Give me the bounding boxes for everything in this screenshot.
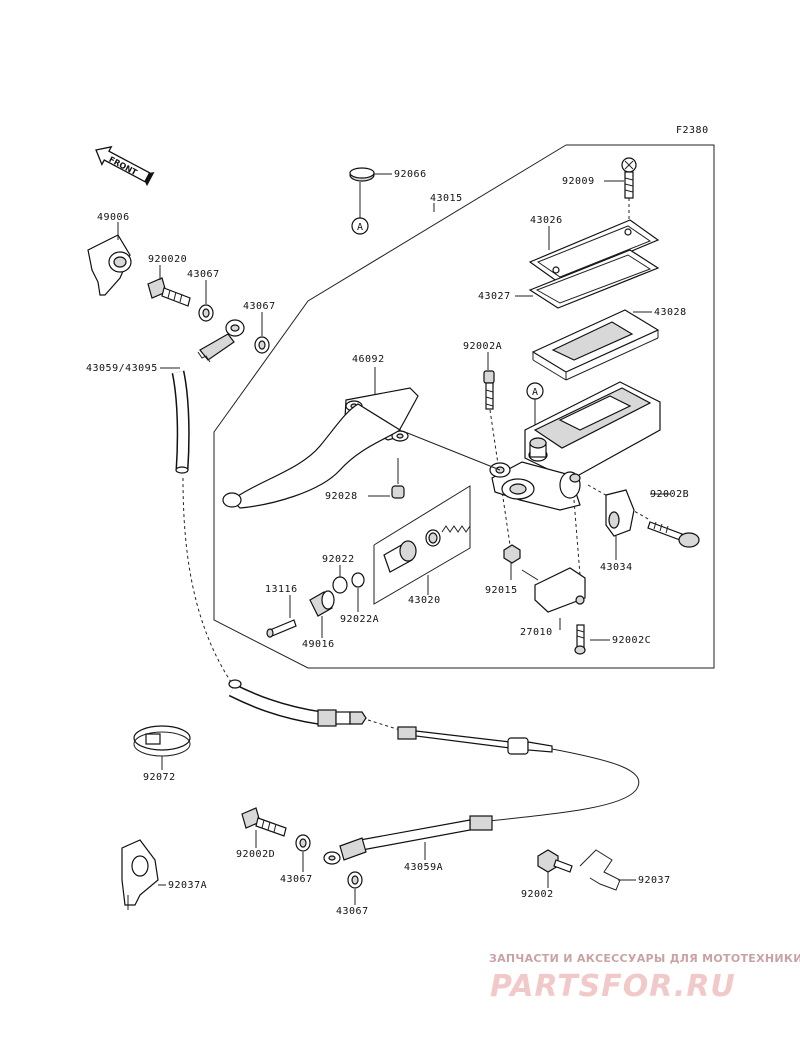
label-920020-top: 920020 xyxy=(148,254,187,265)
boot-cover-49006 xyxy=(87,234,132,296)
label-92022a: 92022A xyxy=(340,614,379,625)
master-cylinder-body xyxy=(489,381,661,511)
clamp-43034 xyxy=(605,489,635,537)
label-92028: 92028 xyxy=(325,491,358,502)
label-43020: 43020 xyxy=(408,595,441,606)
label-92002c: 92002C xyxy=(612,635,651,646)
label-92037a: 92037A xyxy=(168,880,207,891)
bolt-92002b xyxy=(647,521,700,548)
label-43067-b: 43067 xyxy=(243,301,276,312)
label-92009: 92009 xyxy=(562,176,595,187)
label-43034: 43034 xyxy=(600,562,633,573)
bolt-92002a xyxy=(483,370,495,410)
label-92066: 92066 xyxy=(394,169,427,180)
clip-92037 xyxy=(579,849,621,891)
reservoir-cap-92066 xyxy=(349,167,375,182)
hose-lower-section xyxy=(228,679,367,727)
hose-upper-fitting xyxy=(197,319,245,363)
label-43059-43095: 43059/43095 xyxy=(86,363,158,374)
ref-marker-a-body-label: A xyxy=(532,387,539,398)
clamp-ring-92072 xyxy=(133,725,191,757)
boot-49016 xyxy=(309,590,335,617)
washer-92022 xyxy=(332,576,348,594)
banjo-bolt-920020 xyxy=(147,277,191,307)
label-43067-d: 43067 xyxy=(336,906,369,917)
label-92002b: 92002B xyxy=(650,489,689,500)
label-43015: 43015 xyxy=(430,193,463,204)
piston-43020 xyxy=(383,525,471,573)
reservoir-cover-43026 xyxy=(528,219,660,283)
label-43026: 43026 xyxy=(530,215,563,226)
screw-92002c xyxy=(574,624,586,655)
screw-92009 xyxy=(621,157,637,199)
label-92015: 92015 xyxy=(485,585,518,596)
hose-43059a xyxy=(323,726,640,865)
watermark-brand: PARTSFOR.RU xyxy=(490,969,736,1004)
label-13116: 13116 xyxy=(265,584,298,595)
switch-27010 xyxy=(521,567,586,613)
label-92022: 92022 xyxy=(322,554,355,565)
figure-code: F2380 xyxy=(676,125,709,136)
assembly-outline xyxy=(213,144,715,669)
label-43059a: 43059A xyxy=(404,862,443,873)
label-92072: 92072 xyxy=(143,772,176,783)
label-49016: 49016 xyxy=(302,639,335,650)
label-43028: 43028 xyxy=(654,307,687,318)
watermark-tagline: ЗАПЧАСТИ И АКСЕССУАРЫ ДЛЯ МОТОТЕХНИКИ xyxy=(489,952,800,965)
label-92037: 92037 xyxy=(638,875,671,886)
nut-92015 xyxy=(503,544,521,564)
label-49006: 49006 xyxy=(97,212,130,223)
label-92002a: 92002A xyxy=(463,341,502,352)
label-43067-a: 43067 xyxy=(187,269,220,280)
label-43067-c: 43067 xyxy=(280,874,313,885)
piston-kit-box xyxy=(373,485,471,605)
label-46092: 46092 xyxy=(352,354,385,365)
clutch-lever xyxy=(222,403,402,509)
label-92002: 92002 xyxy=(521,889,554,900)
clamp-92037a xyxy=(121,839,159,910)
push-rod-13116 xyxy=(266,619,297,638)
front-arrow-icon: FRONT xyxy=(95,145,155,187)
label-92002d: 92002D xyxy=(236,849,275,860)
bushing-92028 xyxy=(391,485,405,499)
diaphragm-plate-43027 xyxy=(528,249,660,309)
diaphragm-43028 xyxy=(531,309,660,381)
banjo-bolt-92002d xyxy=(241,807,287,837)
ref-marker-a-top-label: A xyxy=(357,222,364,233)
ring-92022a xyxy=(351,572,365,588)
bolt-92002 xyxy=(537,849,573,873)
ref-marker-a-top xyxy=(351,217,369,235)
label-27010: 27010 xyxy=(520,627,553,638)
label-43027: 43027 xyxy=(478,291,511,302)
